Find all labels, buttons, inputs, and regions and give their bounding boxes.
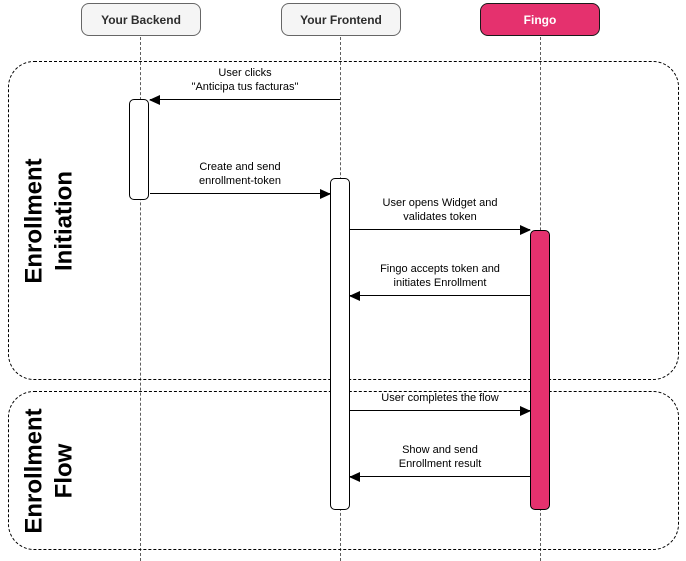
actor-fingo-label: Fingo — [523, 12, 557, 27]
activation-your-frontend — [330, 178, 350, 510]
activation-fingo — [530, 230, 550, 510]
arrowhead-left-icon — [349, 290, 360, 301]
actor-fingo: Fingo — [480, 3, 600, 36]
message-line — [350, 295, 530, 296]
actor-your-frontend-label: Your Frontend — [300, 12, 382, 27]
message-user-clicks-label: User clicks "Anticipa tus facturas" — [191, 67, 299, 94]
lifeline-your-backend — [140, 37, 141, 561]
arrowhead-left-icon — [349, 471, 360, 482]
message-fingo-accepts-token-label: Fingo accepts token and initiates Enroll… — [380, 263, 500, 290]
section-enrollment-flow-label: Enrollment Flow — [21, 407, 78, 534]
arrowhead-right-icon — [320, 188, 331, 199]
message-create-enrollment-token-label: Create and send enrollment-token — [199, 161, 281, 188]
actor-your-backend: Your Backend — [81, 3, 201, 36]
message-line — [150, 99, 340, 100]
arrowhead-left-icon — [149, 94, 160, 105]
arrowhead-right-icon — [520, 224, 531, 235]
message-line — [350, 476, 530, 477]
message-enrollment-result-label: Show and send Enrollment result — [398, 444, 482, 471]
actor-your-backend-label: Your Backend — [101, 12, 181, 27]
section-label-wrap: Enrollment Flow — [9, 392, 91, 549]
arrowhead-right-icon — [520, 405, 531, 416]
actor-your-frontend: Your Frontend — [281, 3, 401, 36]
message-line — [350, 410, 530, 411]
message-open-widget-validate-token-label: User opens Widget and validates token — [382, 197, 498, 224]
section-label-wrap: Enrollment Initiation — [9, 62, 91, 379]
message-line — [350, 229, 530, 230]
message-line — [150, 193, 330, 194]
activation-your-backend — [129, 99, 149, 200]
section-enrollment-initiation-label: Enrollment Initiation — [21, 157, 78, 284]
message-user-completes-flow-label: User completes the flow — [381, 392, 499, 405]
